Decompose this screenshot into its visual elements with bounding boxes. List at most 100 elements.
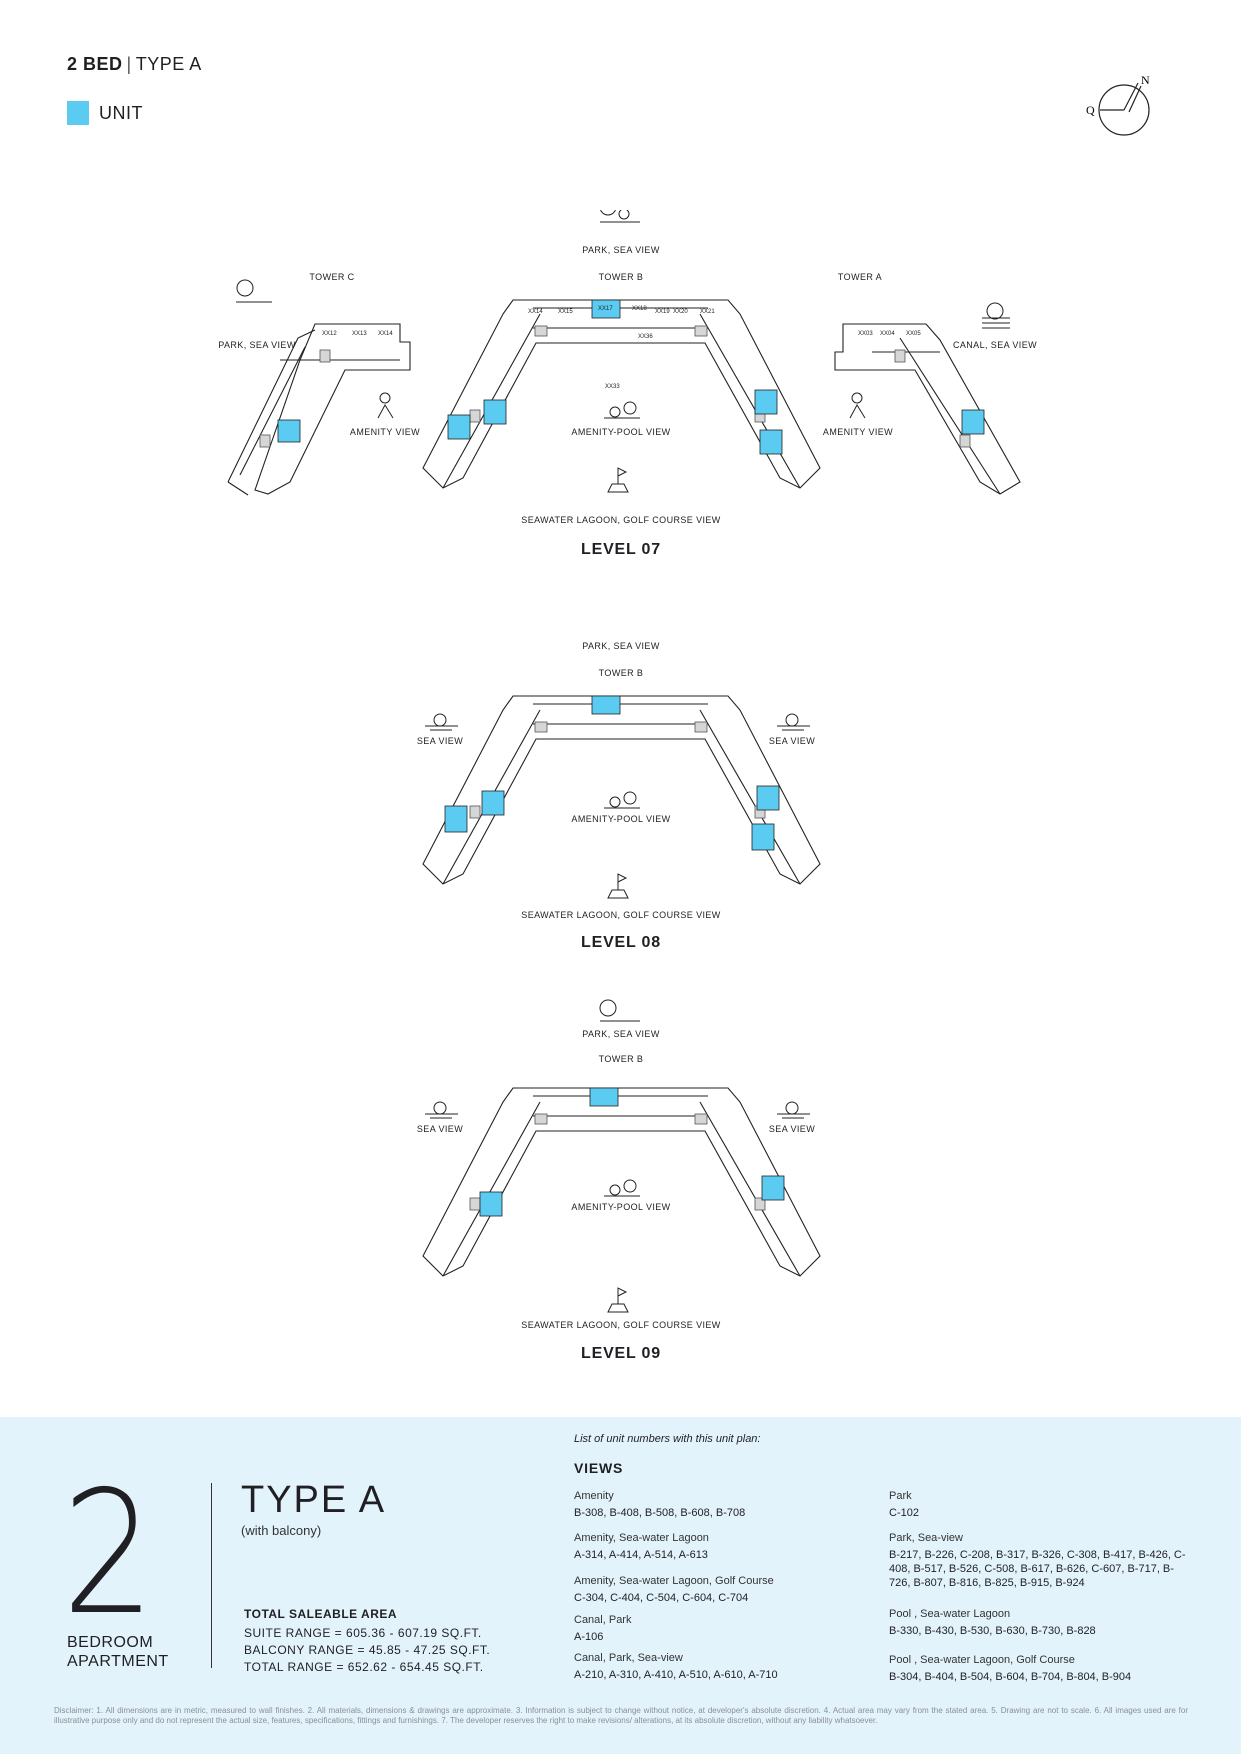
view-amenity-center: AMENITY-POOL VIEW [571, 1202, 671, 1212]
tower-a-label: TOWER A [837, 272, 883, 282]
svg-text:XX19: XX19 [655, 309, 670, 315]
view-name: Amenity, Sea-water Lagoon, Golf Course [574, 1575, 774, 1587]
title-separator: | [126, 54, 132, 74]
view-bottom: SEAWATER LAGOON, GOLF COURSE VIEW [521, 1320, 721, 1330]
compass-north: N [1141, 74, 1150, 87]
view-units: A-210, A-310, A-410, A-510, A-610, A-710 [574, 1669, 778, 1681]
views-heading: VIEWS [574, 1460, 624, 1476]
level-09-drawing [422, 999, 821, 1313]
legend: UNIT [67, 101, 143, 125]
svg-text:XX13: XX13 [352, 331, 367, 337]
unit-swatch [67, 101, 89, 125]
view-name: Pool , Sea-water Lagoon [889, 1608, 1011, 1620]
view-amenity-center: AMENITY-POOL VIEW [571, 427, 671, 437]
balcony-range: BALCONY RANGE = 45.85 - 47.25 SQ.FT. [244, 1643, 491, 1657]
view-name: Amenity [574, 1490, 614, 1502]
level-label: LEVEL 08 [581, 934, 661, 951]
tower-c-label: TOWER C [309, 272, 355, 282]
view-top: PARK, SEA VIEW [582, 1029, 660, 1039]
svg-text:XX36: XX36 [638, 334, 653, 340]
area-heading: TOTAL SALEABLE AREA [244, 1607, 398, 1621]
view-right: SEA VIEW [768, 1124, 816, 1134]
view-bottom: SEAWATER LAGOON, GOLF COURSE VIEW [521, 910, 721, 920]
view-right: CANAL, SEA VIEW [952, 340, 1038, 350]
bedroom-label-line1: BEDROOM [67, 1634, 154, 1651]
compass-west: Q [1086, 103, 1095, 117]
bed-count: 2 BED [67, 54, 123, 74]
view-item: Amenity, Sea-water Lagoon A-314, A-414, … [574, 1531, 874, 1562]
svg-text:XX14: XX14 [528, 309, 543, 315]
svg-text:XX18: XX18 [632, 306, 647, 312]
svg-text:XX12: XX12 [322, 331, 337, 337]
svg-text:XX03: XX03 [858, 331, 873, 337]
view-name: Park [889, 1490, 912, 1502]
level-label: LEVEL 07 [581, 541, 661, 558]
view-item: Pool , Sea-water Lagoon B-330, B-430, B-… [889, 1607, 1189, 1638]
view-amenity-left: AMENITY VIEW [349, 427, 421, 437]
view-item: Pool , Sea-water Lagoon, Golf Course B-3… [889, 1653, 1189, 1684]
bedroom-label: BEDROOM APARTMENT [67, 1633, 169, 1671]
svg-text:XX17: XX17 [598, 306, 613, 312]
view-amenity-center: AMENITY-POOL VIEW [571, 814, 671, 824]
svg-text:XX15: XX15 [558, 309, 573, 315]
floor-plan-level-09: PARK, SEA VIEW TOWER B SEA VIEW SEA VIEW… [0, 994, 1241, 1374]
view-right: SEA VIEW [768, 736, 816, 746]
view-units: C-304, C-404, C-504, C-604, C-704 [574, 1592, 749, 1604]
unit-info-panel: 2 BEDROOM APARTMENT TYPE A (with balcony… [0, 1417, 1241, 1754]
view-item: Amenity B-308, B-408, B-508, B-608, B-70… [574, 1489, 874, 1520]
total-range: TOTAL RANGE = 652.62 - 654.45 SQ.FT. [244, 1660, 484, 1674]
unit-type: TYPE A [135, 54, 202, 74]
legend-label: UNIT [99, 102, 143, 123]
view-amenity-right: AMENITY VIEW [822, 427, 894, 437]
list-heading: List of unit numbers with this unit plan… [574, 1433, 761, 1445]
level-08-drawing [422, 695, 821, 899]
view-name: Canal, Park, Sea-view [574, 1652, 683, 1664]
floor-plan-level-08: PARK, SEA VIEW TOWER B SEA VIEW SEA VIEW… [0, 606, 1241, 966]
park-icon [600, 210, 640, 223]
svg-text:XX05: XX05 [906, 331, 921, 337]
divider [211, 1483, 212, 1668]
unit-type-heading: TYPE A [241, 1479, 387, 1521]
tower-b-label: TOWER B [598, 272, 644, 282]
view-name: Pool , Sea-water Lagoon, Golf Course [889, 1654, 1075, 1666]
svg-text:XX20: XX20 [673, 309, 688, 315]
bedroom-count: 2 [62, 1455, 156, 1653]
suite-range: SUITE RANGE = 605.36 - 607.19 SQ.FT. [244, 1626, 482, 1640]
page-title: 2 BED|TYPE A [67, 54, 202, 75]
view-units: A-314, A-414, A-514, A-613 [574, 1549, 708, 1561]
view-item: Amenity, Sea-water Lagoon, Golf Course C… [574, 1574, 874, 1605]
view-name: Park, Sea-view [889, 1532, 963, 1544]
svg-text:XX04: XX04 [880, 331, 895, 337]
view-units: C-102 [889, 1507, 919, 1519]
tower-b-label: TOWER B [598, 1054, 644, 1064]
view-top: PARK, SEA VIEW [582, 245, 660, 255]
view-units: B-304, B-404, B-504, B-604, B-704, B-804… [889, 1671, 1132, 1683]
view-item: Canal, Park, Sea-view A-210, A-310, A-41… [574, 1651, 874, 1682]
saleable-area: TOTAL SALEABLE AREA SUITE RANGE = 605.36… [244, 1606, 490, 1676]
view-name: Canal, Park [574, 1614, 632, 1626]
view-left: PARK, SEA VIEW [218, 340, 296, 350]
svg-text:XX14: XX14 [378, 331, 393, 337]
view-units: B-308, B-408, B-508, B-608, B-708 [574, 1507, 746, 1519]
view-item: Canal, Park A-106 [574, 1613, 874, 1644]
disclaimer: Disclaimer: 1. All dimensions are in met… [54, 1706, 1188, 1725]
bedroom-label-line2: APARTMENT [67, 1653, 169, 1670]
view-units: A-106 [574, 1631, 604, 1643]
svg-text:XX21: XX21 [700, 309, 715, 315]
view-left: SEA VIEW [416, 1124, 464, 1134]
view-item: Park C-102 [889, 1489, 1189, 1520]
svg-text:XX33: XX33 [605, 384, 620, 390]
compass-icon: N Q [1086, 74, 1150, 136]
view-name: Amenity, Sea-water Lagoon [574, 1532, 709, 1544]
view-left: SEA VIEW [416, 736, 464, 746]
balcony-note: (with balcony) [241, 1523, 322, 1538]
view-units: B-217, B-226, C-208, B-317, B-326, C-308… [889, 1549, 1186, 1589]
level-label: LEVEL 09 [581, 1345, 661, 1362]
tower-b-label: TOWER B [598, 668, 644, 678]
view-units: B-330, B-430, B-530, B-630, B-730, B-828 [889, 1625, 1096, 1637]
view-top: PARK, SEA VIEW [582, 641, 660, 651]
view-bottom: SEAWATER LAGOON, GOLF COURSE VIEW [521, 515, 721, 525]
view-item: Park, Sea-view B-217, B-226, C-208, B-31… [889, 1531, 1189, 1590]
